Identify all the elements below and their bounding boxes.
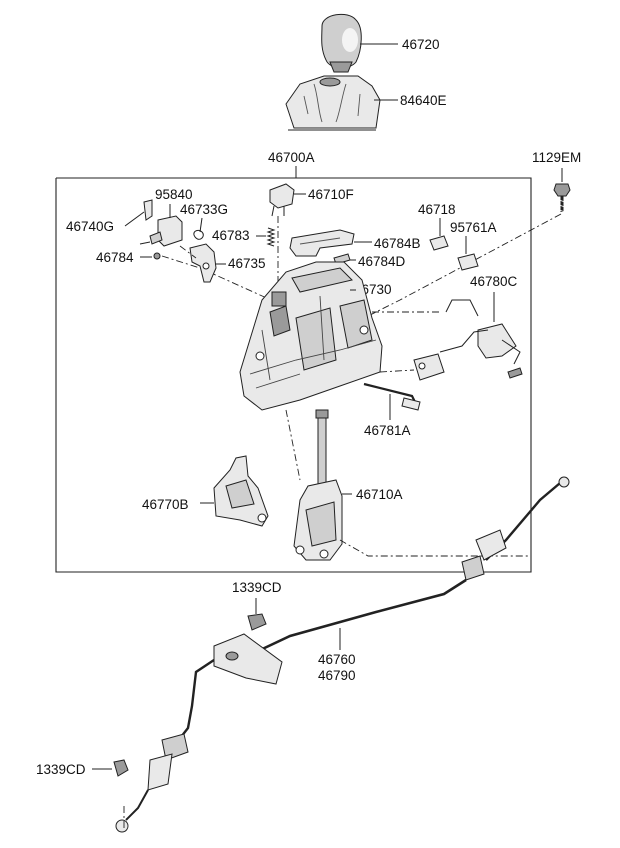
clip-46718-part [429, 218, 449, 251]
harness-46780c-part [413, 292, 523, 381]
connector-95761a-part [457, 236, 479, 271]
switch-95840-part [139, 204, 183, 247]
spring-46733g-part [193, 217, 204, 240]
rod-46781a-part [363, 382, 421, 420]
label-46781A: 46781A [364, 423, 411, 438]
label-46740G: 46740G [66, 219, 114, 234]
label-1339CD-bottom: 1339CD [36, 762, 86, 777]
shift-boot-part [285, 75, 398, 131]
label-46770B: 46770B [142, 497, 189, 512]
label-46784: 46784 [96, 250, 134, 265]
label-46784B: 46784B [374, 236, 421, 251]
bracket-46770b-part [200, 455, 269, 527]
shift-lever-46710a-part [293, 409, 352, 561]
pin-46784-part [140, 252, 161, 260]
label-95840: 95840 [155, 187, 193, 202]
label-1129EM: 1129EM [532, 150, 581, 165]
label-46720: 46720 [402, 37, 440, 52]
nut-1339cd-bottom-part [92, 759, 129, 777]
shift-cable-46760-part [115, 476, 570, 833]
guide-46784b-part [289, 229, 372, 257]
lever-46735-part [189, 243, 226, 283]
label-46735: 46735 [228, 256, 266, 271]
bolt-1129em-part [553, 168, 571, 213]
label-46790: 46790 [318, 668, 356, 683]
solenoid-46710f-part [269, 183, 306, 217]
label-84640E: 84640E [400, 93, 447, 108]
label-46733G: 46733G [180, 202, 228, 217]
assembly-frame [55, 177, 532, 573]
shift-knob-part [321, 13, 398, 73]
label-95761A: 95761A [450, 220, 497, 235]
spring-46783-part [256, 227, 276, 247]
label-46700A: 46700A [268, 150, 315, 165]
label-46718: 46718 [418, 202, 456, 217]
label-46780C: 46780C [470, 274, 518, 289]
shift-lever-base-46730-part [239, 261, 383, 411]
label-46710F: 46710F [308, 187, 354, 202]
nut-1339cd-top-part [247, 598, 267, 631]
label-46710A: 46710A [356, 487, 403, 502]
label-1339CD-top: 1339CD [232, 580, 282, 595]
label-46760: 46760 [318, 652, 356, 667]
label-46783: 46783 [212, 228, 250, 243]
label-46784D: 46784D [358, 254, 406, 269]
bracket-46740g-part [124, 199, 153, 227]
